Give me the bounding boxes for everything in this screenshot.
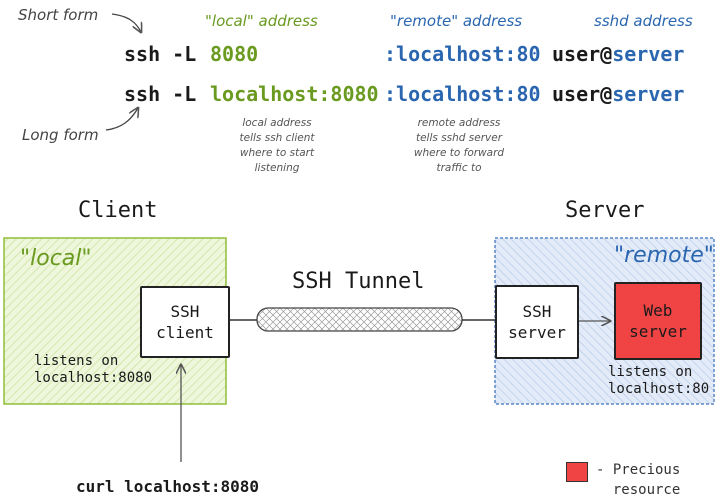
- web-server-box: Web server: [614, 282, 702, 360]
- cmd-prefix: ssh -L: [124, 82, 197, 106]
- server-part: server: [612, 82, 685, 106]
- long-form-label: Long form: [22, 126, 99, 144]
- short-remote-address: :localhost:80: [384, 42, 541, 66]
- local-address-note: local address tells ssh client where to …: [239, 117, 315, 174]
- server-part: server: [612, 42, 685, 66]
- server-title: Server: [565, 198, 645, 223]
- long-sshd-address: user@server: [552, 82, 684, 106]
- ssh-server-box: SSH server: [495, 285, 579, 359]
- legend-swatch: [566, 462, 588, 482]
- user-part: user@: [552, 82, 613, 106]
- client-listens-caption: listens on localhost:8080: [34, 353, 153, 386]
- local-address-heading: "local" address: [205, 12, 318, 30]
- curl-command: curl localhost:8080: [76, 477, 260, 496]
- long-form-command: ssh -L: [124, 82, 196, 106]
- short-local-port: 8080: [210, 42, 259, 66]
- ssh-client-box: SSH client: [140, 286, 230, 358]
- local-zone-label: "local": [20, 246, 92, 271]
- long-remote-address: :localhost:80: [384, 82, 541, 106]
- short-form-label: Short form: [18, 6, 99, 24]
- long-form-arrow: [105, 108, 138, 131]
- tunnel-label: SSH Tunnel: [292, 269, 425, 294]
- short-sshd-address: user@server: [552, 42, 684, 66]
- remote-address-note: remote address tells sshd server where t…: [413, 117, 505, 174]
- short-form-arrow: [111, 13, 141, 32]
- remote-zone-label: "remote": [614, 243, 714, 268]
- server-listens-caption: listens on localhost:80: [608, 364, 710, 397]
- long-local-address: localhost:8080: [210, 82, 379, 106]
- legend-text: - Precious resource: [596, 462, 681, 498]
- cmd-prefix: ssh -L: [124, 42, 197, 66]
- remote-address-heading: "remote" address: [390, 12, 523, 30]
- client-title: Client: [78, 198, 158, 223]
- short-form-command: ssh -L: [124, 42, 196, 66]
- ssh-tunnel-tube: [256, 307, 463, 332]
- user-part: user@: [552, 42, 613, 66]
- sshd-address-heading: sshd address: [594, 12, 693, 30]
